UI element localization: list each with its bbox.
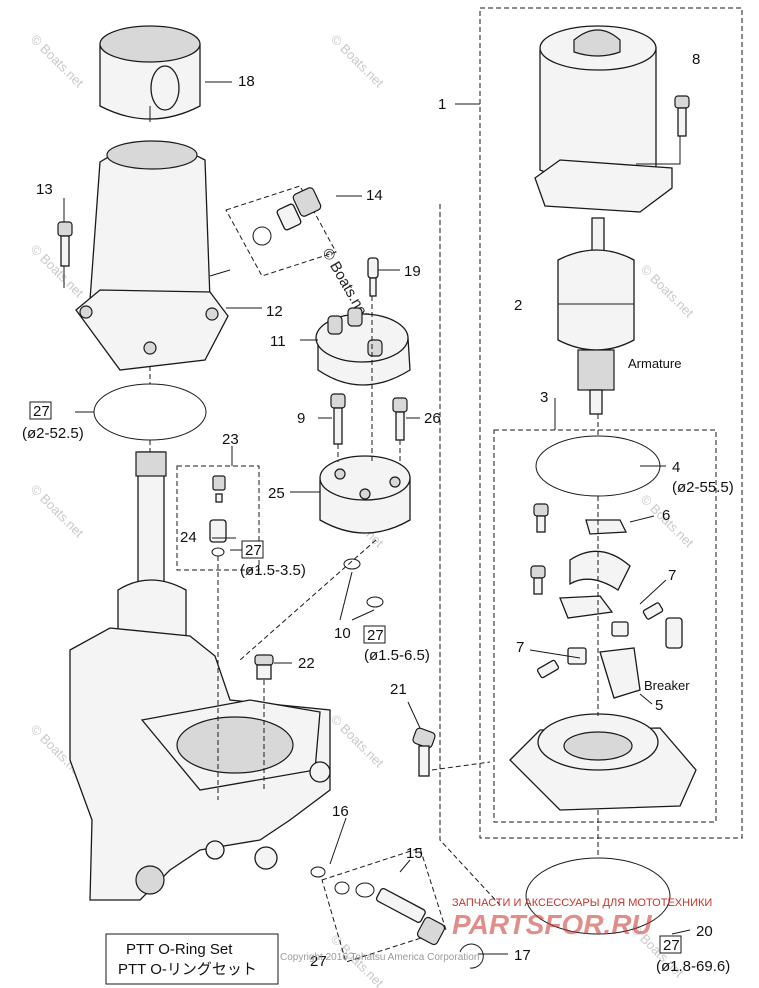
shop-watermark-text: ЗАПЧАСТИ И АКСЕССУАРЫ ДЛЯ МОТОТЕХНИКИ: [452, 897, 712, 909]
oring-10-a[interactable]: [343, 558, 361, 570]
part-13-bolt[interactable]: [57, 221, 73, 267]
leader-lines: [63, 81, 691, 955]
oring-size-labels: 27 (ø2-52.5) 27 (ø1.5-3.5) 27 (ø1.5-6.5)…: [22, 401, 734, 975]
watermark-boats: © Boats.net: [638, 262, 697, 321]
boxed-27-c: 27: [367, 627, 384, 644]
part-8-bolt[interactable]: [674, 95, 690, 137]
part-21-bolt[interactable]: [412, 727, 436, 777]
valve-kit-box-23: [176, 465, 260, 571]
legend-line-1: PTT O-Ring Set: [126, 941, 233, 958]
watermark-boats: © Boats.net: [28, 32, 87, 91]
size-69-6: (ø1.8-69.6): [656, 958, 730, 975]
ptt-main-body[interactable]: [69, 627, 331, 901]
callout-1: 1: [438, 96, 446, 113]
watermark-boats: © Boats.net: [328, 32, 387, 91]
oring-27-large[interactable]: [93, 383, 207, 441]
callout-13: 13: [36, 181, 53, 198]
callout-25: 25: [268, 485, 285, 502]
callout-26: 26: [424, 410, 441, 427]
armature-note: Armature: [628, 356, 681, 371]
valve-kit-box-15: [321, 847, 447, 963]
copyright-watermark: Copyright 2016 Tohatsu America Corporati…: [280, 952, 479, 963]
callout-27-bottom: 27: [310, 953, 327, 970]
breaker-assembly-box: [493, 429, 717, 823]
motor-base[interactable]: [509, 713, 697, 811]
breaker-parts[interactable]: [530, 503, 683, 699]
part-11-pump-top[interactable]: [315, 307, 411, 386]
callout-24: 24: [180, 529, 197, 546]
size-55-5: (ø2-55.5): [672, 479, 734, 496]
watermark-boats: © Boats.net: [28, 242, 87, 301]
callout-22: 22: [298, 655, 315, 672]
oring-20[interactable]: [525, 857, 671, 935]
watermark-boats-dark: © Boats.net: [319, 246, 373, 323]
part-23-valve[interactable]: [212, 475, 226, 503]
boxed-27-d: 27: [663, 937, 680, 954]
callout-2: 2: [514, 297, 522, 314]
part-15-valve[interactable]: [334, 881, 446, 946]
callout-3: 3: [540, 389, 548, 406]
shop-watermark-logo: PARTSFOR.RU: [452, 909, 652, 940]
callout-23: 23: [222, 431, 239, 448]
part-19-pin[interactable]: [367, 257, 379, 297]
part-12-housing[interactable]: [75, 140, 229, 371]
callout-12: 12: [266, 303, 283, 320]
callout-7b: 7: [516, 639, 524, 656]
part-22-fitting[interactable]: [254, 654, 274, 680]
piston-rod[interactable]: [117, 451, 187, 651]
callout-15: 15: [406, 845, 423, 862]
callout-labels: 18 13 14 19 12 11 9 26 23 25 24 10 22 21…: [36, 51, 713, 970]
callout-7a: 7: [668, 567, 676, 584]
legend-line-2: PTT O-リングセット: [118, 961, 257, 978]
callout-10: 10: [334, 625, 351, 642]
callout-5: 5: [655, 697, 663, 714]
part-25-pump-body[interactable]: [319, 455, 411, 534]
callout-17: 17: [514, 947, 531, 964]
size-52-5: (ø2-52.5): [22, 425, 84, 442]
callout-14: 14: [366, 187, 383, 204]
part-18-cap[interactable]: [99, 25, 201, 120]
callout-8: 8: [692, 51, 700, 68]
callout-18: 18: [238, 73, 255, 90]
boxed-27-a: 27: [33, 403, 50, 420]
part-14-valve[interactable]: [252, 186, 322, 246]
callout-16: 16: [332, 803, 349, 820]
part-2-armature[interactable]: [557, 217, 635, 415]
size-6-5: (ø1.5-6.5): [364, 647, 430, 664]
boxed-27-b: 27: [245, 542, 262, 559]
callout-11: 11: [270, 333, 286, 350]
breaker-note: Breaker: [644, 678, 690, 693]
legend-box: PTT O-Ring Set PTT O-リングセット: [105, 933, 279, 985]
size-3-5: (ø1.5-3.5): [240, 562, 306, 579]
part-9-bolt[interactable]: [330, 393, 346, 445]
watermark-boats: © Boats.net: [328, 712, 387, 771]
watermark-boats: © Boats.net: [28, 482, 87, 541]
callout-9: 9: [297, 410, 305, 427]
callout-20: 20: [696, 923, 713, 940]
callout-4: 4: [672, 459, 680, 476]
oring-10-b[interactable]: [366, 596, 384, 608]
valve-kit-box: [225, 185, 337, 277]
motor-assembly-box: [479, 7, 743, 839]
part-17-circlip[interactable]: [459, 943, 484, 969]
callout-19: 19: [404, 263, 421, 280]
part-26-bolt[interactable]: [392, 397, 408, 441]
callout-21: 21: [390, 681, 407, 698]
motor-housing[interactable]: [534, 25, 673, 213]
callout-6: 6: [662, 507, 670, 524]
oring-16[interactable]: [310, 866, 326, 878]
